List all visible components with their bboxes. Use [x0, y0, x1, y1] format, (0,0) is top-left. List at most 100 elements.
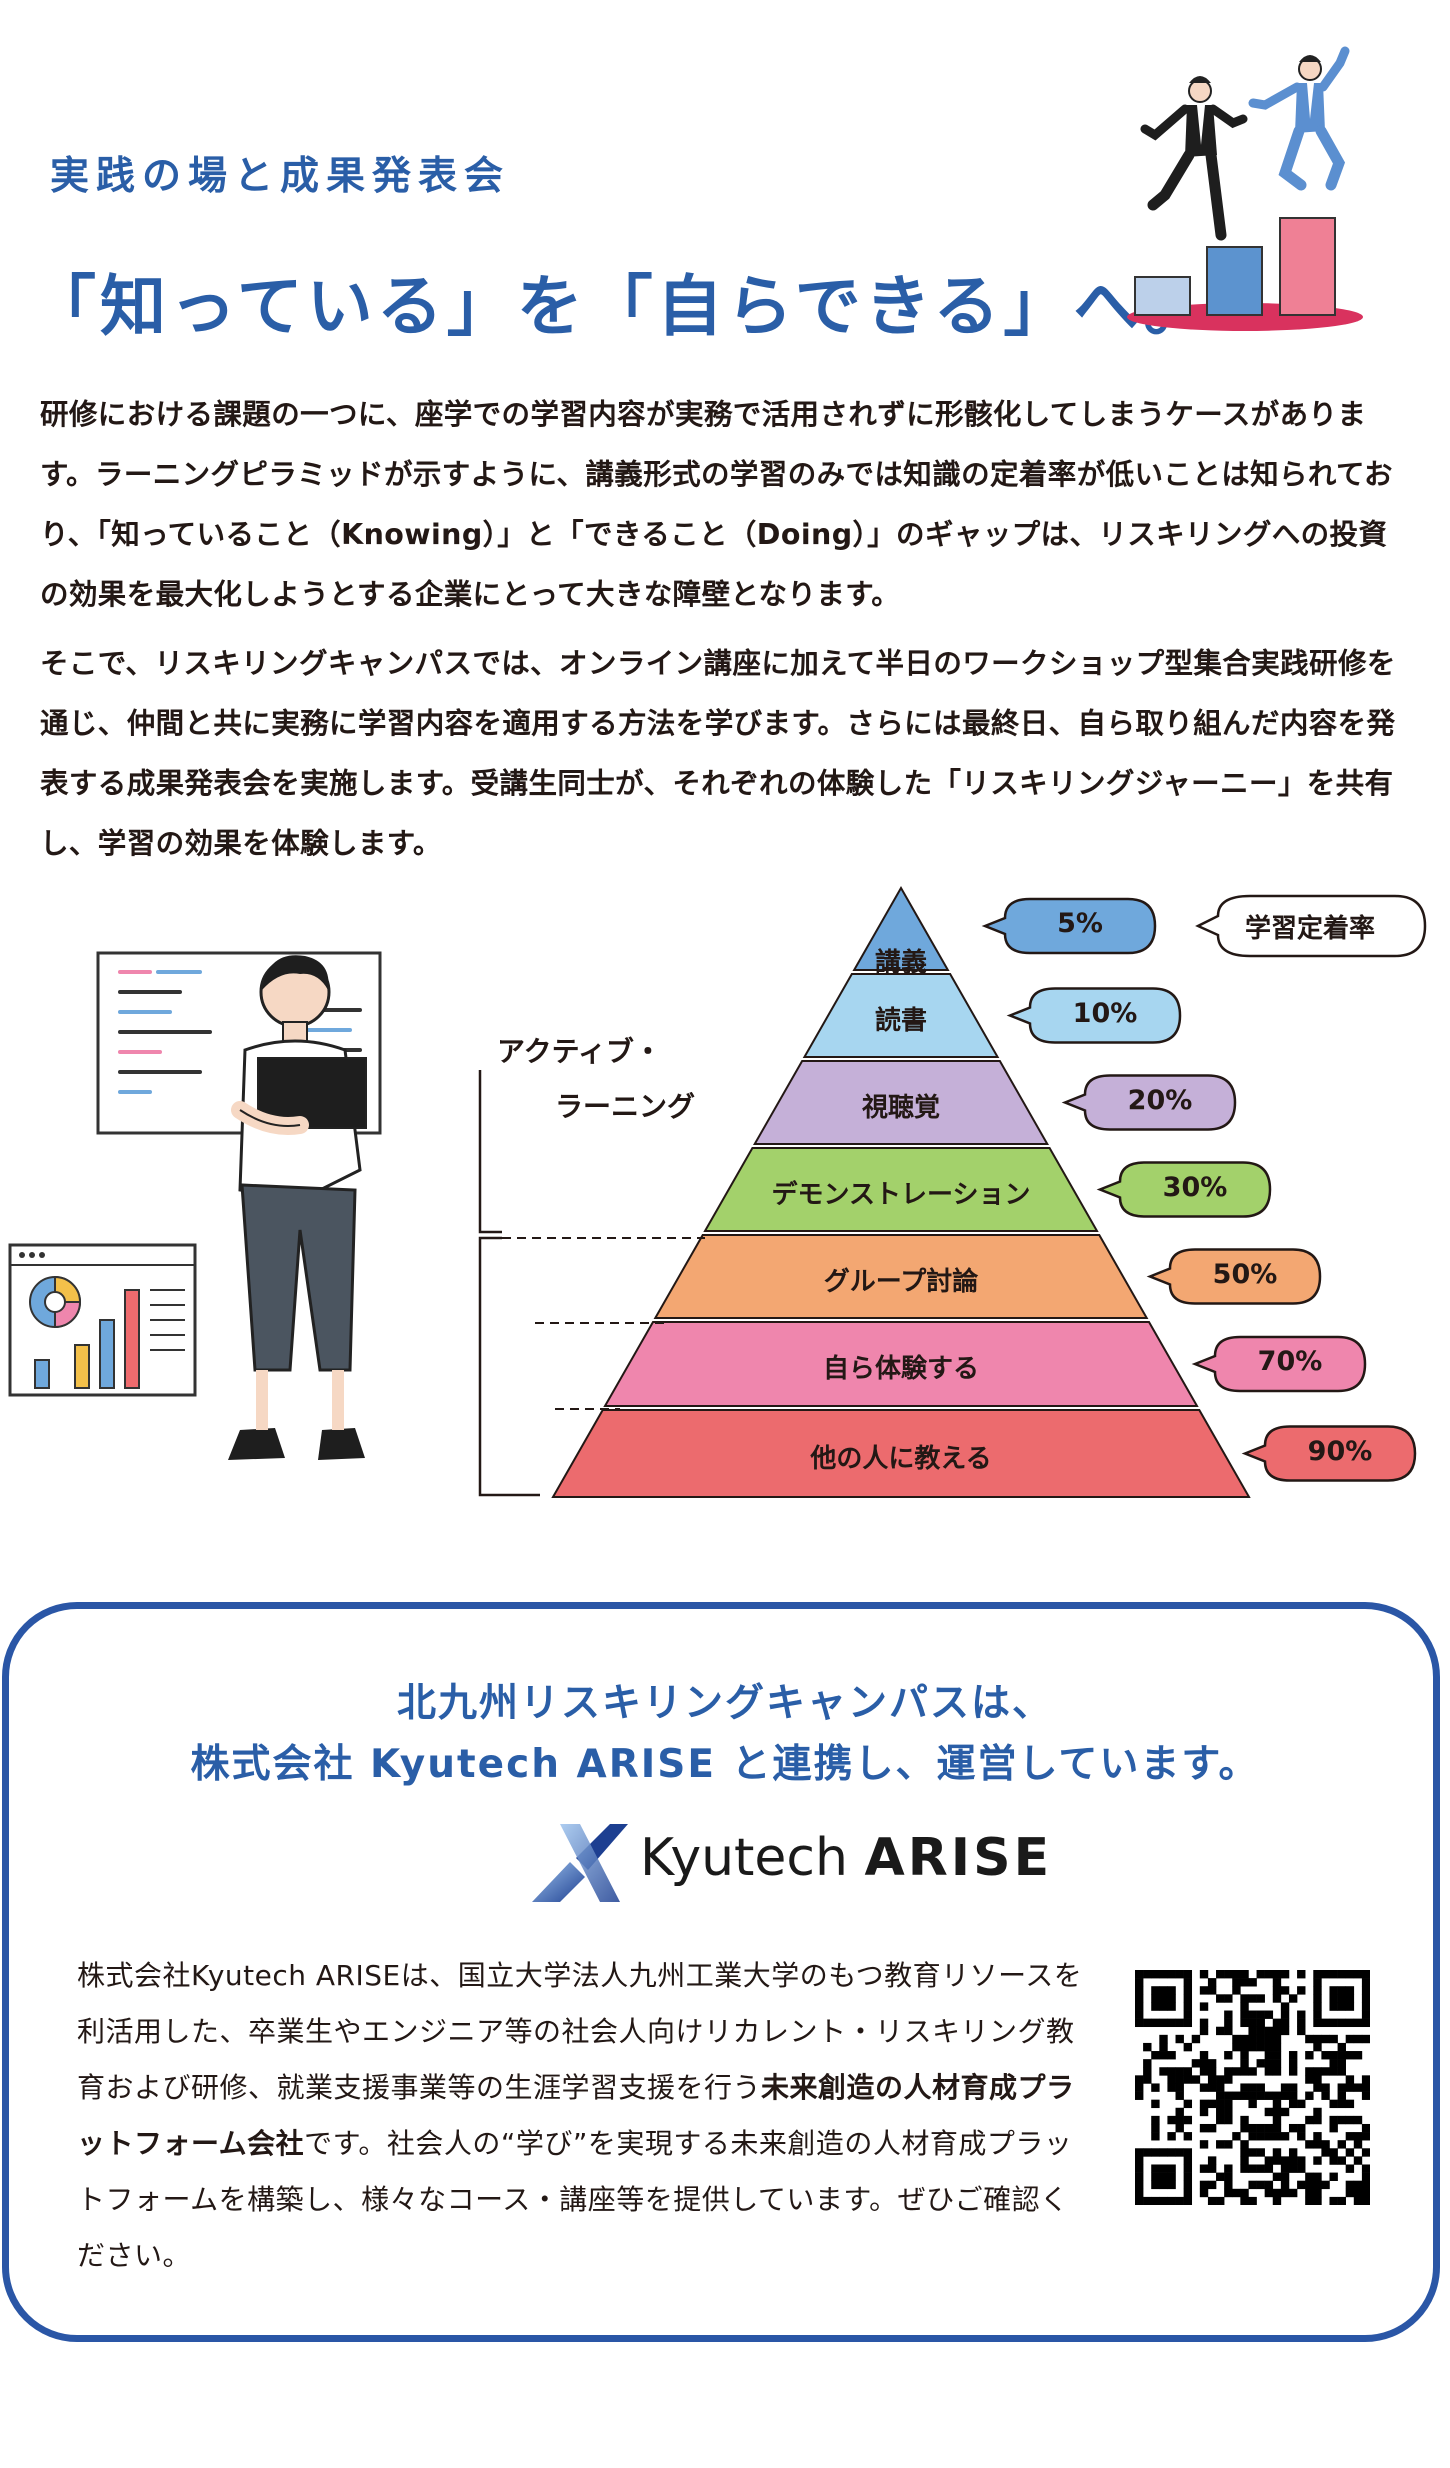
qr-module — [1135, 2148, 1144, 2157]
qr-module — [1329, 2002, 1338, 2011]
intro-paragraph-1-text: 研修における課題の一つに、座学での学習内容が実務で活用されずに形骸化してしまうケ… — [40, 398, 1393, 611]
qr-module — [1167, 2075, 1176, 2084]
qr-module — [1272, 2059, 1282, 2068]
qr-module — [1345, 2034, 1355, 2044]
qr-module — [1207, 1978, 1217, 1987]
qr-module — [1264, 2123, 1274, 2133]
pyramid-layer-label: デモンストレーション — [771, 1179, 1031, 1210]
qr-module — [1143, 2018, 1152, 2028]
person-with-laptop-illustration — [8, 951, 382, 1460]
qr-module — [1321, 2140, 1330, 2149]
qr-module — [1224, 2091, 1233, 2100]
qr-module — [1224, 2172, 1233, 2181]
qr-module — [1337, 2042, 1346, 2052]
qr-module — [1199, 2026, 1209, 2036]
qr-module — [1167, 1994, 1176, 2003]
qr-module — [1216, 2115, 1225, 2125]
qr-module — [1313, 2018, 1322, 2028]
qr-module — [1240, 2123, 1249, 2133]
qr-module — [1183, 2156, 1193, 2165]
qr-module — [1280, 2091, 1290, 2100]
qr-module — [1337, 2156, 1346, 2165]
qr-module — [1135, 1994, 1144, 2003]
qr-module — [1232, 2042, 1241, 2052]
qr-module — [1288, 2083, 1298, 2092]
qr-module — [1207, 2067, 1217, 2076]
qr-module — [1240, 2034, 1249, 2044]
qr-module — [1240, 2148, 1249, 2157]
qr-module — [1313, 2042, 1322, 2052]
pyramid-layer-label: 自ら体験する — [822, 1354, 979, 1384]
qr-module — [1337, 2083, 1346, 2092]
qr-module — [1224, 2010, 1233, 2019]
qr-module — [1183, 2002, 1193, 2011]
qr-module — [1361, 2010, 1370, 2019]
qr-module — [1159, 2042, 1168, 2052]
partner-desc-part2: です。社会人の“学び”を実現する未来創造の人材育成プラットフォームを構築し、様々… — [77, 2127, 1073, 2272]
qr-module — [1135, 2156, 1144, 2165]
rate-bubble — [1191, 1335, 1367, 1393]
qr-module — [1199, 2018, 1209, 2028]
qr-module — [1353, 2188, 1363, 2198]
qr-module — [1288, 2051, 1298, 2060]
qr-module — [1167, 2083, 1176, 2092]
qr-module — [1216, 2083, 1225, 2092]
qr-module — [1240, 1978, 1249, 1987]
qr-code[interactable] — [1135, 1970, 1370, 2205]
qr-module — [1321, 2083, 1330, 2092]
qr-module — [1337, 2002, 1346, 2011]
qr-module — [1353, 2132, 1363, 2141]
qr-module — [1256, 2148, 1265, 2157]
qr-module — [1337, 2059, 1346, 2068]
qr-module — [1240, 2059, 1249, 2068]
qr-module — [1280, 2018, 1290, 2028]
qr-module — [1313, 2083, 1322, 2092]
qr-module — [1167, 2132, 1176, 2141]
rate-bubble — [981, 897, 1157, 955]
qr-module — [1167, 2180, 1176, 2190]
qr-module — [1159, 1994, 1168, 2003]
qr-module — [1248, 2164, 1257, 2173]
partner-frame — [2, 1602, 1440, 2342]
qr-module — [1232, 2188, 1241, 2198]
qr-module — [1288, 2099, 1298, 2109]
qr-module — [1288, 2188, 1298, 2198]
qr-module — [1337, 1994, 1346, 2003]
qr-module — [1248, 2132, 1257, 2141]
qr-module — [1207, 2180, 1217, 2190]
qr-module — [1151, 2051, 1160, 2060]
qr-module — [1280, 2180, 1290, 2190]
qr-module — [1167, 2172, 1176, 2181]
qr-module — [1264, 2164, 1274, 2173]
pyramid-layer-label: 視聴覚 — [861, 1092, 940, 1123]
qr-module — [1135, 2002, 1144, 2011]
qr-module — [1256, 2026, 1265, 2036]
qr-module — [1143, 2059, 1152, 2068]
qr-module — [1305, 2172, 1314, 2181]
qr-module — [1313, 2034, 1322, 2044]
qr-module — [1159, 2180, 1168, 2190]
qr-module — [1329, 2148, 1338, 2157]
qr-module — [1151, 2180, 1160, 2190]
qr-module — [1175, 2075, 1184, 2084]
rate-label: 学習定着率 — [1244, 914, 1375, 944]
qr-module — [1345, 2115, 1355, 2125]
qr-module — [1183, 1978, 1193, 1987]
qr-module — [1264, 2010, 1274, 2019]
qr-module — [1272, 2091, 1282, 2100]
rate-bubble — [1061, 1074, 1237, 1131]
qr-module — [1280, 2002, 1290, 2011]
qr-module — [1135, 2075, 1144, 2084]
qr-module — [1313, 2010, 1322, 2019]
qr-module — [1305, 2075, 1314, 2084]
qr-module — [1159, 2018, 1168, 2028]
qr-module — [1207, 2123, 1217, 2133]
qr-module — [1272, 2123, 1282, 2133]
qr-module — [1167, 2018, 1176, 2028]
qr-module — [1159, 2196, 1168, 2205]
qr-module — [1361, 1994, 1370, 2003]
qr-module — [1199, 2067, 1209, 2076]
qr-module — [1264, 2156, 1274, 2165]
pyramid-layer — [653, 1234, 1149, 1319]
qr-module — [1216, 2091, 1225, 2100]
